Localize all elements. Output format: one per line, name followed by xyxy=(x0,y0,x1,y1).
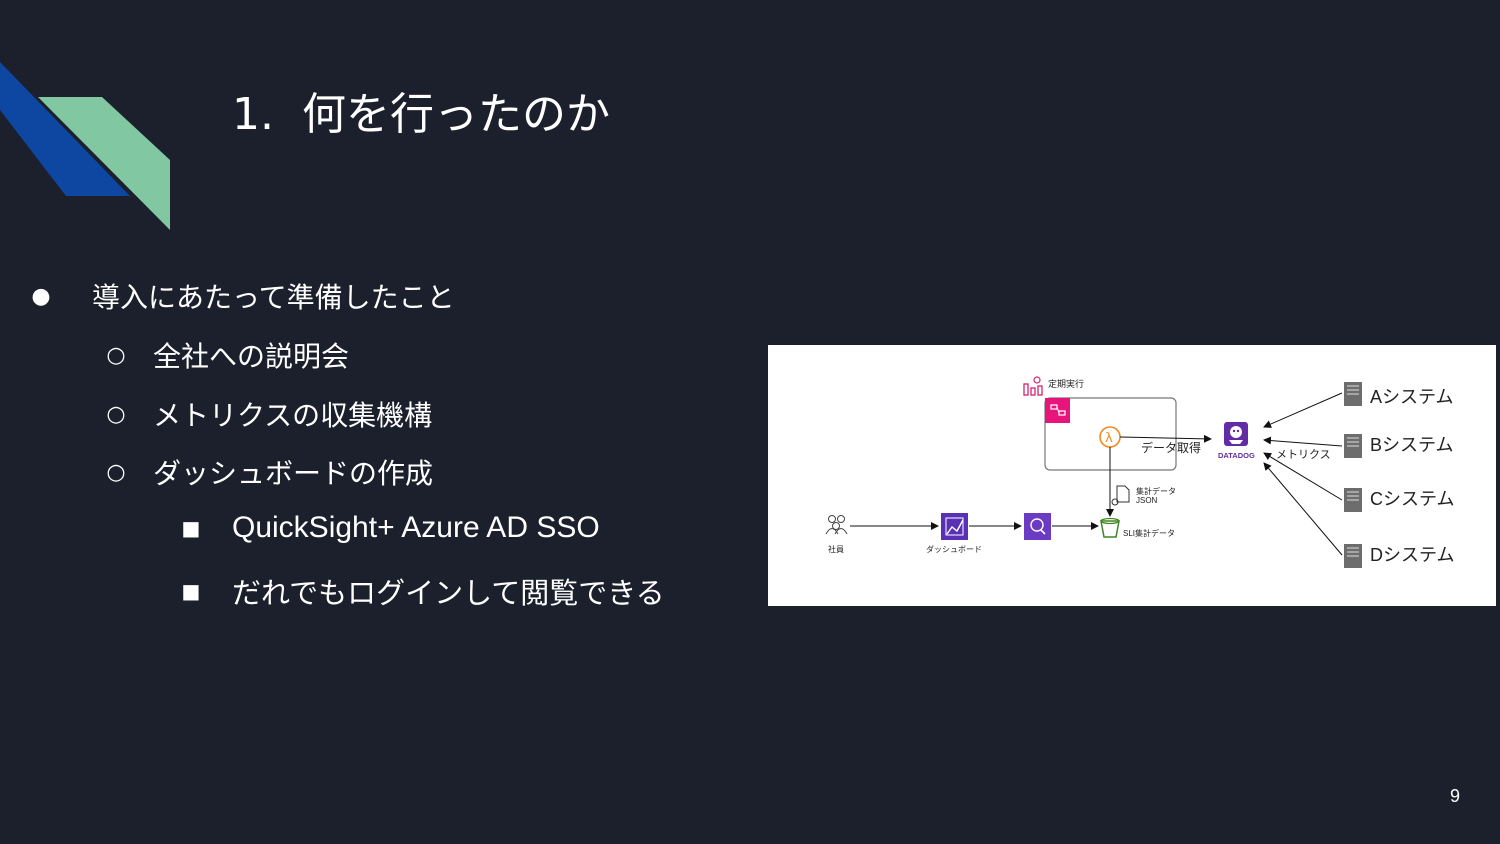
aggregate-label-line1: 集計データ xyxy=(1136,486,1176,496)
bullet-text: メトリクスの収集機構 xyxy=(153,399,433,432)
bullet-marker: ● xyxy=(31,283,51,309)
title-number: 1. xyxy=(232,89,274,140)
metrics-arrow-d xyxy=(1263,462,1343,556)
document-icon xyxy=(1111,485,1130,506)
architecture-svg: 定期実行 λ データ取得 xyxy=(825,376,1454,568)
bullet-marker: ■ xyxy=(181,516,201,540)
bullet-metrics-collection: ○ メトリクスの収集機構 xyxy=(103,394,432,434)
fetch-arrow xyxy=(1119,434,1212,443)
bullet-quicksight-sso: ■ QuickSight+ Azure AD SSO xyxy=(178,511,600,545)
system-c: Cシステム xyxy=(1344,488,1454,512)
system-b: Bシステム xyxy=(1344,434,1453,458)
metrics-arrow-c xyxy=(1263,452,1343,501)
scheduler-label: 定期実行 xyxy=(1048,378,1084,389)
eventbridge-icon xyxy=(1023,376,1043,396)
bullet-briefing: ○ 全社への説明会 xyxy=(103,335,349,375)
metrics-arrow-a xyxy=(1263,392,1343,428)
system-d: Dシステム xyxy=(1344,544,1454,568)
bullet-text: だれでもログインして閲覧できる xyxy=(232,576,665,610)
bullet-marker: ■ xyxy=(181,579,201,603)
aggregate-label-line2: JSON xyxy=(1136,496,1158,505)
system-d-label: Dシステム xyxy=(1370,545,1454,565)
bullet-marker: ○ xyxy=(106,342,126,368)
bullet-marker: ○ xyxy=(106,459,126,485)
system-a-label: Aシステム xyxy=(1370,387,1453,407)
server-icon xyxy=(1344,382,1362,406)
svg-text:λ: λ xyxy=(1105,431,1113,446)
title-text: 何を行ったのか xyxy=(302,89,610,140)
green-stripe xyxy=(38,97,170,230)
bullet-anyone-can-view: ■ だれでもログインして閲覧できる xyxy=(178,570,665,612)
users-icon xyxy=(825,515,848,535)
quicksight-icon xyxy=(941,513,968,540)
page-number: 9 xyxy=(1450,786,1461,806)
s3-label: SLI集計データ xyxy=(1123,528,1175,538)
corner-decoration xyxy=(0,62,170,230)
lambda-icon: λ xyxy=(1099,426,1121,448)
datadog-icon xyxy=(1224,422,1248,446)
architecture-diagram: 定期実行 λ データ取得 xyxy=(768,345,1496,606)
slide-title: 1. 何を行ったのか xyxy=(232,78,610,142)
athena-icon xyxy=(1024,513,1051,540)
metrics-arrow-b xyxy=(1263,436,1343,447)
system-c-label: Cシステム xyxy=(1370,489,1454,509)
bullet-text: 全社への説明会 xyxy=(153,340,350,373)
fetch-label: データ取得 xyxy=(1141,440,1201,455)
dashboard-label: ダッシュボード xyxy=(926,544,982,554)
metrics-label: メトリクス xyxy=(1276,448,1331,461)
bullet-marker: ○ xyxy=(106,401,126,427)
bullet-preparation: ● 導入にあたって準備したこと xyxy=(28,276,455,316)
employees-label: 社員 xyxy=(828,544,844,554)
bullet-text: QuickSight+ Azure AD SSO xyxy=(232,511,600,544)
s3-bucket-icon xyxy=(1100,517,1120,538)
blue-stripe xyxy=(0,62,130,196)
server-icon xyxy=(1344,434,1362,458)
datadog-label: DATADOG xyxy=(1218,451,1255,460)
server-icon xyxy=(1344,488,1362,512)
scheduler-group: 定期実行 xyxy=(1023,376,1177,471)
system-b-label: Bシステム xyxy=(1370,435,1453,455)
server-icon xyxy=(1344,544,1362,568)
bullet-dashboard: ○ ダッシュボードの作成 xyxy=(103,452,433,492)
bullet-text: 導入にあたって準備したこと xyxy=(92,281,455,314)
bullet-text: ダッシュボードの作成 xyxy=(153,457,434,490)
system-a: Aシステム xyxy=(1344,382,1453,407)
step-functions-icon xyxy=(1045,398,1070,423)
